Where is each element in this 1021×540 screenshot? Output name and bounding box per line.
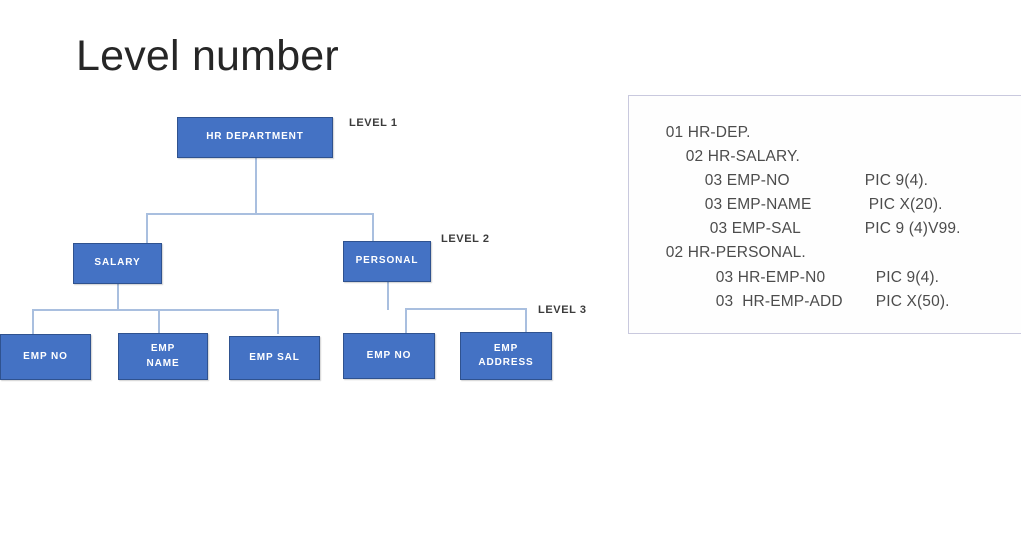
connector-root-stem (255, 158, 257, 214)
code-line-3-name: 03 EMP-NO (704, 172, 790, 189)
connector-to-salary (146, 213, 148, 244)
node-hr-department[interactable]: HR DEPARTMENT (177, 117, 333, 158)
node-emp-address-line2: ADDRESS (478, 357, 534, 368)
code-line-1: 01 HR-DEP. (639, 106, 751, 160)
node-emp-address-label: EMP ADDRESS (461, 342, 551, 371)
node-emp-name-line1: EMP (150, 343, 176, 354)
code-line-4-name: 03 EMP-NAME (704, 196, 812, 213)
node-emp-sal[interactable]: EMP SAL (229, 336, 320, 380)
code-line-8-pic: PIC X(50). (875, 293, 950, 310)
node-personal-label: PERSONAL (355, 255, 419, 267)
node-hr-department-label: HR DEPARTMENT (206, 131, 304, 143)
connector-personal-stem (387, 282, 389, 310)
level-2-label: LEVEL 2 (441, 233, 490, 245)
node-emp-name[interactable]: EMP NAME (118, 333, 208, 380)
level-1-label: LEVEL 1 (349, 117, 398, 129)
code-line-5-pic: PIC 9 (4)V99. (864, 220, 961, 237)
node-emp-no-1[interactable]: EMP NO (0, 334, 91, 380)
node-personal[interactable]: PERSONAL (343, 241, 431, 282)
code-line-2-name: 02 HR-SALARY. (685, 148, 800, 165)
code-line-5-name: 03 EMP-SAL (709, 220, 801, 237)
connector-to-emp-no-2 (405, 308, 407, 333)
node-emp-no-1-label: EMP NO (23, 350, 68, 362)
node-salary-label: SALARY (94, 257, 141, 269)
connector-level3-bus-right (405, 308, 527, 310)
page-title: Level number (76, 32, 339, 80)
code-line-8-name: 03 HR-EMP-ADD (715, 293, 843, 310)
code-line-3-pic: PIC 9(4). (864, 172, 929, 189)
node-salary[interactable]: SALARY (73, 243, 162, 284)
connector-to-emp-address (525, 308, 527, 333)
code-line-6-name: 02 HR-PERSONAL. (665, 244, 806, 261)
connector-level3-bus-left (32, 309, 279, 311)
connector-to-personal (372, 213, 374, 242)
code-line-2: 02 HR-SALARY. (659, 130, 800, 184)
code-line-7-name: 03 HR-EMP-N0 (715, 269, 826, 286)
node-emp-no-2-label: EMP NO (366, 349, 412, 361)
code-line-6: 02 HR-PERSONAL. (639, 226, 806, 280)
node-emp-name-line2: NAME (146, 357, 180, 369)
code-line-4-pic: PIC X(20). (868, 196, 943, 213)
node-emp-address[interactable]: EMP ADDRESS (460, 332, 552, 380)
node-emp-no-2[interactable]: EMP NO (343, 333, 435, 379)
code-line-7: 03 HR-EMP-N0 PIC 9(4). (689, 251, 939, 305)
node-emp-name-label: EMP NAME (119, 342, 207, 371)
node-emp-sal-label: EMP SAL (249, 351, 300, 363)
code-line-7-pic: PIC 9(4). (875, 269, 940, 286)
connector-to-emp-no-1 (32, 309, 34, 334)
node-emp-address-line1: EMP (493, 342, 519, 354)
connector-salary-stem (117, 283, 119, 311)
code-line-4: 03 EMP-NAME PIC X(20). (678, 178, 943, 232)
code-line-8: 03 HR-EMP-ADD PIC X(50). (689, 275, 950, 329)
connector-to-emp-sal (277, 309, 279, 334)
connector-level2-bus (146, 213, 373, 215)
code-line-5: 03 EMP-SAL PIC 9 (4)V99. (683, 202, 961, 256)
code-panel: 01 HR-DEP. 02 HR-SALARY. 03 EMP-NO PIC 9(… (628, 95, 1021, 334)
level-3-label: LEVEL 3 (538, 304, 587, 316)
code-line-1-name: 01 HR-DEP. (665, 124, 751, 141)
connector-to-emp-name (158, 309, 160, 334)
code-line-3: 03 EMP-NO PIC 9(4). (678, 154, 928, 208)
